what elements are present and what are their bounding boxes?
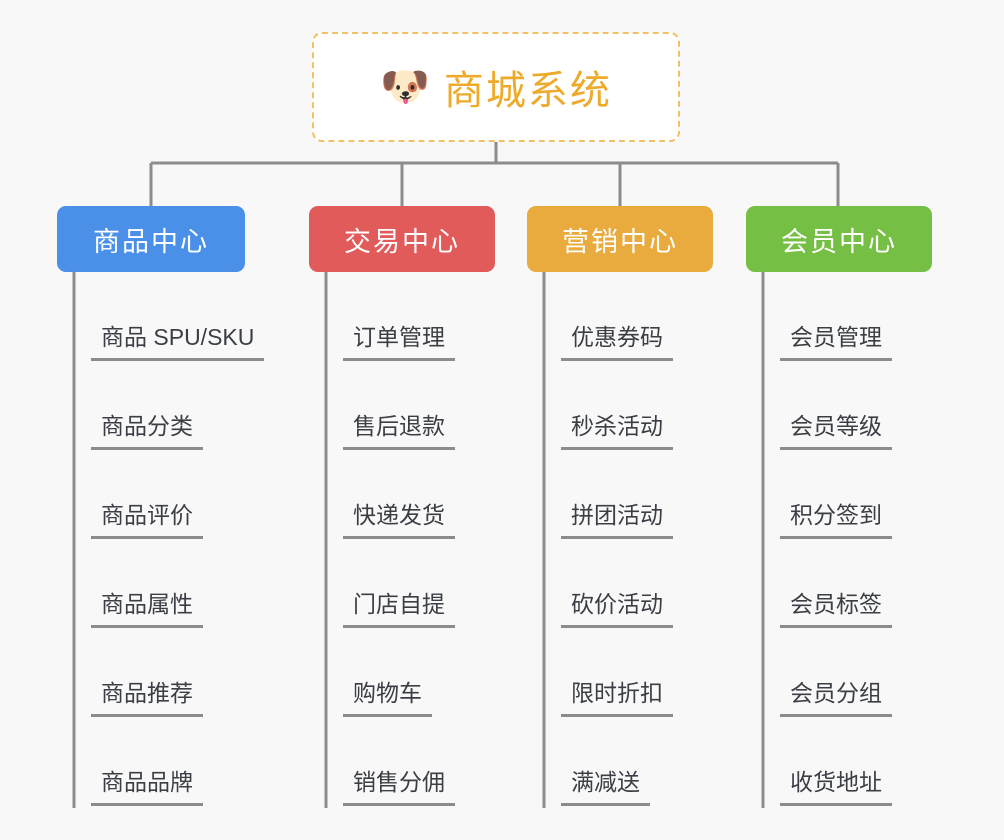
leaf-label: 商品品牌 (91, 763, 203, 806)
leaf-label: 会员标签 (780, 585, 892, 628)
root-node[interactable]: 🐶 商城系统 (312, 32, 680, 142)
leaf-list-member: 会员管理 会员等级 积分签到 会员标签 会员分组 收货地址 (746, 272, 966, 806)
leaf-label: 商品推荐 (91, 674, 203, 717)
leaf-label: 商品分类 (91, 407, 203, 450)
leaf-item[interactable]: 秒杀活动 (527, 361, 747, 450)
branch-header-member[interactable]: 会员中心 (746, 206, 932, 272)
branch-column-member: 会员中心 会员管理 会员等级 积分签到 会员标签 会员分组 收货地址 (746, 206, 966, 806)
leaf-item[interactable]: 砍价活动 (527, 539, 747, 628)
leaf-label: 砍价活动 (561, 585, 673, 628)
leaf-label: 商品属性 (91, 585, 203, 628)
branch-column-trade: 交易中心 订单管理 售后退款 快递发货 门店自提 购物车 销售分佣 (309, 206, 529, 806)
leaf-item[interactable]: 限时折扣 (527, 628, 747, 717)
shiba-dog-face-icon: 🐶 (380, 65, 430, 109)
leaf-label: 积分签到 (780, 496, 892, 539)
leaf-list-trade: 订单管理 售后退款 快递发货 门店自提 购物车 销售分佣 (309, 272, 529, 806)
leaf-label: 会员分组 (780, 674, 892, 717)
leaf-item[interactable]: 优惠券码 (527, 272, 747, 361)
branch-header-label: 商品中心 (93, 226, 209, 257)
leaf-label: 收货地址 (780, 763, 892, 806)
leaf-item[interactable]: 会员管理 (746, 272, 966, 361)
leaf-item[interactable]: 商品分类 (57, 361, 317, 450)
leaf-item[interactable]: 商品属性 (57, 539, 317, 628)
leaf-label: 会员等级 (780, 407, 892, 450)
branch-header-product[interactable]: 商品中心 (57, 206, 245, 272)
leaf-label: 满减送 (561, 763, 650, 806)
leaf-label: 秒杀活动 (561, 407, 673, 450)
leaf-label: 订单管理 (343, 318, 455, 361)
leaf-label: 售后退款 (343, 407, 455, 450)
leaf-item[interactable]: 会员等级 (746, 361, 966, 450)
leaf-label: 商品评价 (91, 496, 203, 539)
leaf-label: 拼团活动 (561, 496, 673, 539)
leaf-item[interactable]: 商品品牌 (57, 717, 317, 806)
leaf-label: 商品 SPU/SKU (91, 318, 265, 361)
leaf-item[interactable]: 订单管理 (309, 272, 529, 361)
branch-header-label: 营销中心 (562, 226, 678, 257)
leaf-item[interactable]: 购物车 (309, 628, 529, 717)
leaf-list-product: 商品 SPU/SKU 商品分类 商品评价 商品属性 商品推荐 商品品牌 (57, 272, 317, 806)
branch-header-trade[interactable]: 交易中心 (309, 206, 495, 272)
leaf-label: 限时折扣 (561, 674, 673, 717)
leaf-label: 快递发货 (343, 496, 455, 539)
leaf-label: 购物车 (343, 674, 432, 717)
leaf-item[interactable]: 销售分佣 (309, 717, 529, 806)
leaf-item[interactable]: 商品评价 (57, 450, 317, 539)
leaf-label: 销售分佣 (343, 763, 455, 806)
leaf-list-marketing: 优惠券码 秒杀活动 拼团活动 砍价活动 限时折扣 满减送 (527, 272, 747, 806)
leaf-item[interactable]: 会员标签 (746, 539, 966, 628)
leaf-item[interactable]: 售后退款 (309, 361, 529, 450)
branch-column-marketing: 营销中心 优惠券码 秒杀活动 拼团活动 砍价活动 限时折扣 满减送 (527, 206, 747, 806)
leaf-item[interactable]: 门店自提 (309, 539, 529, 628)
leaf-item[interactable]: 满减送 (527, 717, 747, 806)
leaf-item[interactable]: 积分签到 (746, 450, 966, 539)
leaf-item[interactable]: 收货地址 (746, 717, 966, 806)
leaf-label: 门店自提 (343, 585, 455, 628)
leaf-item[interactable]: 商品 SPU/SKU (57, 272, 317, 361)
branch-header-marketing[interactable]: 营销中心 (527, 206, 713, 272)
branch-header-label: 会员中心 (781, 226, 897, 257)
leaf-item[interactable]: 商品推荐 (57, 628, 317, 717)
leaf-item[interactable]: 拼团活动 (527, 450, 747, 539)
branch-header-label: 交易中心 (344, 226, 460, 257)
branch-column-product: 商品中心 商品 SPU/SKU 商品分类 商品评价 商品属性 商品推荐 商品品牌 (57, 206, 317, 806)
leaf-item[interactable]: 快递发货 (309, 450, 529, 539)
root-title: 商城系统 (443, 69, 612, 113)
leaf-item[interactable]: 会员分组 (746, 628, 966, 717)
leaf-label: 优惠券码 (561, 318, 673, 361)
leaf-label: 会员管理 (780, 318, 892, 361)
